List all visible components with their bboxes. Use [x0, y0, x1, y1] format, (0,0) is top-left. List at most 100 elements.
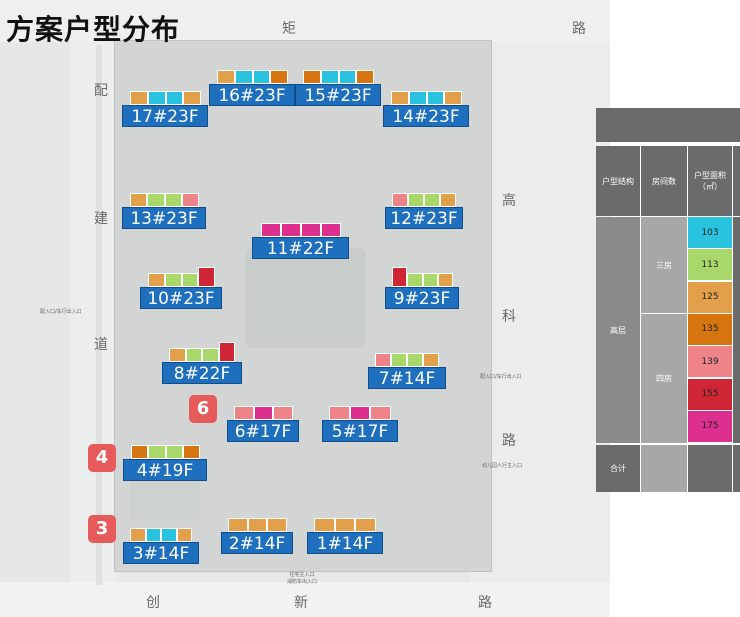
unit-red-155: [392, 267, 408, 287]
building-17: 1#14F: [307, 510, 383, 558]
building-label: 16#23F: [209, 84, 295, 106]
unit-blue-103: [145, 528, 161, 542]
unit-blue-103: [426, 91, 445, 105]
unit-green-113: [185, 348, 202, 362]
unit-blue-103: [338, 70, 357, 84]
unit-red-155: [198, 267, 215, 287]
street-top-2: 路: [572, 21, 586, 37]
building-footprint: [130, 520, 192, 542]
table-area-103: 103: [688, 217, 732, 248]
unit-orange-125: [169, 348, 186, 362]
street-top-1: 矩: [282, 21, 296, 37]
unit-green-113: [407, 273, 423, 287]
unit-orange-125: [228, 518, 248, 532]
building-footprint: [261, 215, 341, 237]
gate-note-bottom: 住宅主入口 消防车出入口: [286, 572, 317, 585]
building-12: 6#17F: [227, 398, 299, 446]
building-footprint: [234, 398, 293, 420]
building-label: 2#14F: [221, 532, 293, 554]
unit-pink-139: [273, 406, 293, 420]
unit-magenta-175: [321, 223, 341, 237]
street-right-2: 科: [502, 309, 516, 325]
unit-orange-135: [270, 70, 288, 84]
building-label: 3#14F: [123, 542, 199, 564]
building-4: 14#23F: [383, 83, 469, 131]
building-footprint: [130, 185, 199, 207]
unit-orange-125: [440, 193, 456, 207]
unit-green-113: [391, 353, 407, 367]
road-strip: [96, 45, 102, 585]
table-area-155: 155: [688, 378, 732, 410]
table-area-139: 139: [688, 346, 732, 378]
building-5: 13#23F: [122, 185, 206, 233]
table-total-extra: [733, 445, 740, 492]
gate-note-right-1: 配入口/车行出入口: [480, 374, 522, 380]
road-bottom: [0, 582, 610, 617]
unit-pink-139: [370, 406, 391, 420]
building-2: 16#23F: [209, 62, 295, 110]
table-total-area: [688, 445, 732, 492]
unit-orange-125: [444, 91, 462, 105]
table-header-structure: 户型结构: [596, 146, 640, 216]
unit-orange-135: [303, 70, 321, 84]
building-label: 14#23F: [383, 105, 469, 127]
building-footprint: [130, 83, 201, 105]
building-footprint: [329, 398, 391, 420]
building-14: 4#19F: [123, 437, 207, 485]
building-label: 8#22F: [162, 362, 242, 384]
building-13: 5#17F: [322, 398, 398, 446]
table-total-label: 合计: [596, 445, 640, 492]
unit-pink-139: [329, 406, 350, 420]
table-header-area: 户型面积 （㎡）: [688, 146, 732, 216]
building-label: 13#23F: [122, 207, 206, 229]
building-label: 7#14F: [368, 367, 446, 389]
building-label: 5#17F: [322, 420, 398, 442]
table-rooms-four: 四房: [641, 314, 687, 443]
building-footprint: [392, 185, 456, 207]
building-label: 17#23F: [122, 105, 208, 127]
unit-green-113: [164, 193, 182, 207]
table-header-rooms: 房间数: [641, 146, 687, 216]
building-6: 12#23F: [385, 185, 463, 233]
unit-green-113: [422, 273, 438, 287]
street-right-3: 路: [502, 433, 516, 449]
unit-magenta-175: [301, 223, 321, 237]
gate-note-left: 配入口/车行出入口: [40, 309, 82, 315]
unit-orange-135: [131, 445, 149, 459]
unit-orange-125: [247, 518, 268, 532]
unit-blue-103: [165, 91, 184, 105]
building-label: 15#23F: [295, 84, 381, 106]
central-plaza: [246, 248, 366, 348]
building-footprint: [375, 345, 439, 367]
unit-orange-125: [217, 70, 235, 84]
building-8: 10#23F: [140, 265, 222, 313]
building-1: 17#23F: [122, 83, 208, 131]
building-label: 4#19F: [123, 459, 207, 481]
unit-magenta-175: [261, 223, 281, 237]
building-16: 2#14F: [221, 510, 293, 558]
unit-orange-125: [130, 528, 146, 542]
street-bottom-3: 路: [478, 595, 492, 611]
table-area-135: 135: [688, 313, 732, 345]
unit-orange-125: [314, 518, 335, 532]
unit-orange-125: [267, 518, 287, 532]
gate-note-right-2: 幼儿园人行主入口: [482, 463, 523, 469]
building-label: 12#23F: [385, 207, 463, 229]
unit-blue-103: [320, 70, 339, 84]
building-footprint: [228, 510, 287, 532]
unit-green-113: [407, 353, 423, 367]
unit-orange-135: [356, 70, 374, 84]
unit-orange-125: [130, 193, 148, 207]
table-total-rooms: [641, 445, 687, 492]
unit-orange-125: [437, 273, 453, 287]
building-label: 10#23F: [140, 287, 222, 309]
street-left-2: 建: [94, 211, 108, 227]
building-footprint: [131, 437, 200, 459]
building-3: 15#23F: [295, 62, 381, 110]
building-label: 6#17F: [227, 420, 299, 442]
building-footprint: [314, 510, 376, 532]
unit-pink-139: [392, 193, 408, 207]
road-left: [70, 42, 116, 582]
